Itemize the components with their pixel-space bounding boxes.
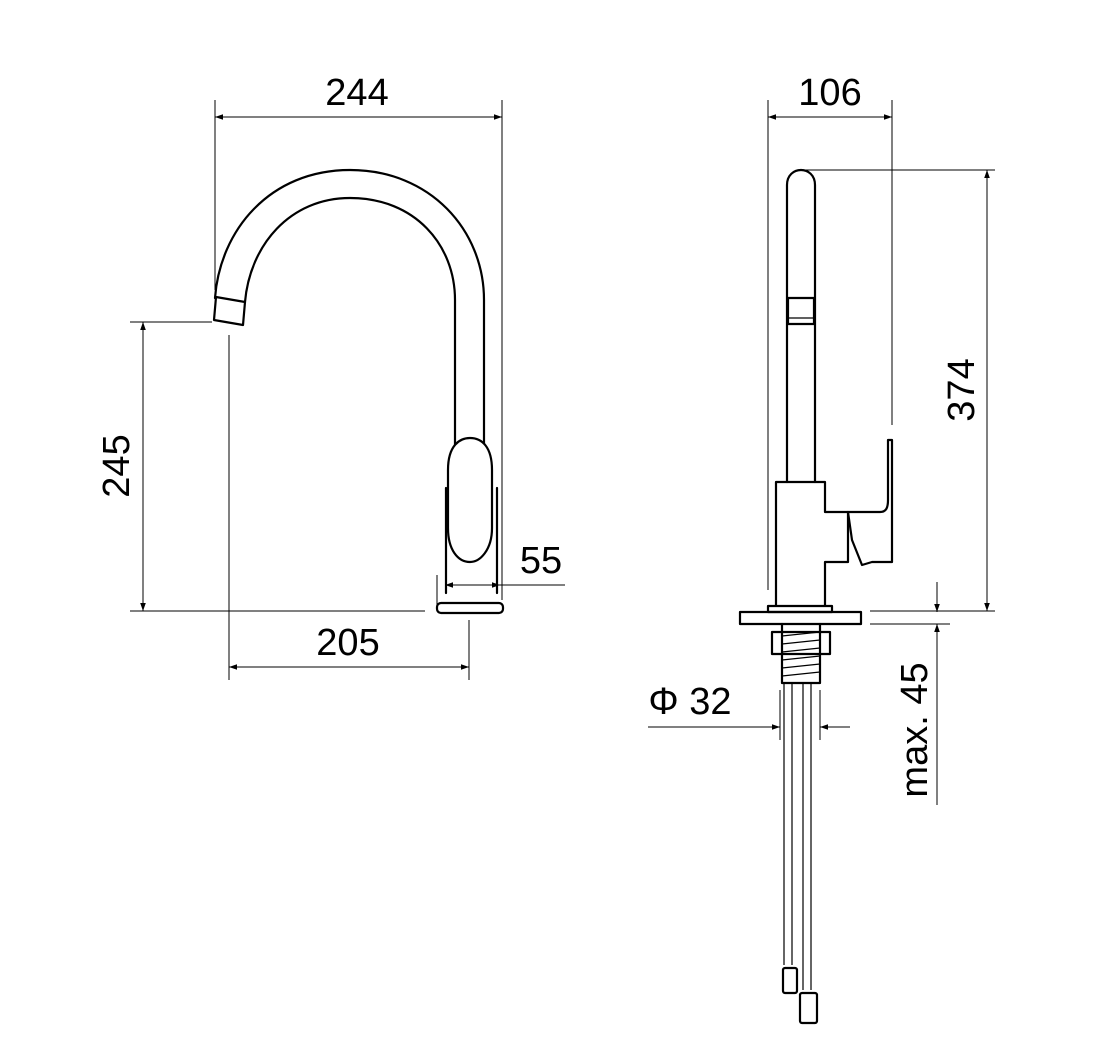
dimension-width: 244 — [325, 72, 388, 114]
dimension-hole-diameter: Φ 32 — [648, 681, 731, 723]
front-view-faucet — [212, 168, 505, 615]
spout-inner — [243, 196, 457, 447]
base-plate — [738, 610, 863, 626]
dimension-max-thickness: max. 45 — [894, 662, 936, 797]
spout-outer — [213, 168, 486, 447]
aerator-band — [786, 296, 816, 326]
aerator — [212, 295, 247, 327]
handle — [446, 436, 494, 564]
dimension-spout-height: 245 — [96, 434, 138, 497]
thread — [780, 622, 822, 685]
dimension-depth: 106 — [798, 72, 861, 114]
lever — [846, 438, 894, 567]
supply-hoses — [783, 683, 812, 990]
hose-fitting-right — [798, 991, 819, 1025]
side-view-dimensions: 106 374 max. 45 Φ 32 — [648, 72, 995, 805]
dimension-reach: 205 — [316, 622, 379, 664]
side-view-faucet — [738, 169, 894, 1025]
base-plate — [435, 601, 505, 615]
body — [774, 480, 850, 607]
lock-nut — [770, 630, 832, 656]
body — [444, 486, 499, 595]
spout-tube — [785, 169, 817, 484]
hose-fitting-left — [781, 966, 799, 995]
dimension-total-height: 374 — [941, 358, 983, 421]
front-view-dimensions: 244 245 205 55 — [96, 72, 565, 680]
dimension-base-diameter: 55 — [520, 540, 562, 582]
